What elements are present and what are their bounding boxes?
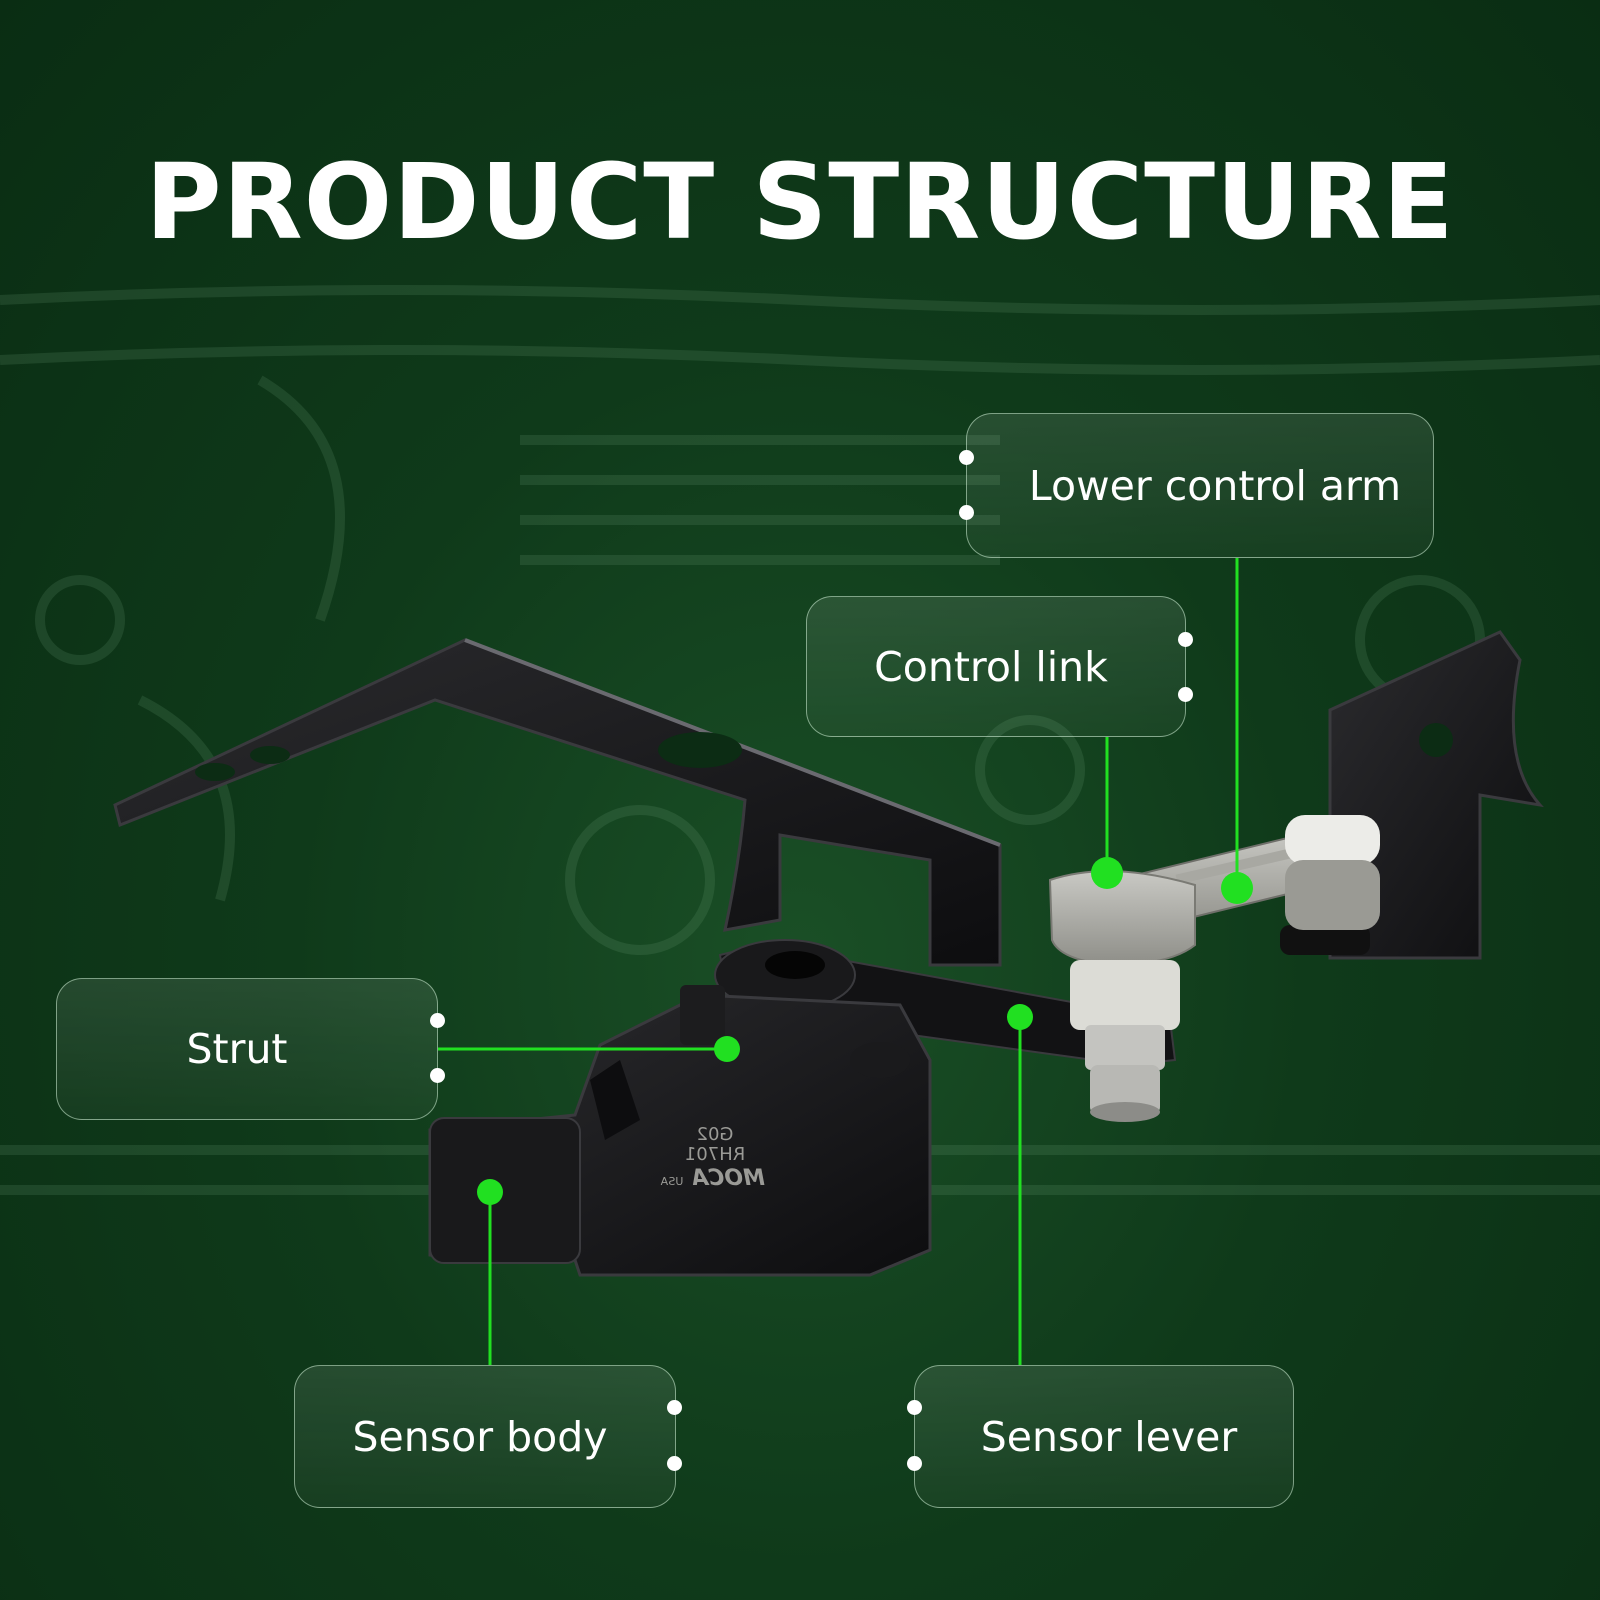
callout-sensor-lever-dot-bottom — [907, 1456, 922, 1471]
marking-code: G02 — [697, 1124, 734, 1145]
marking-part-number: RH701 — [685, 1144, 745, 1165]
callout-lower-control-arm-dot-bottom — [959, 505, 974, 520]
main-bracket — [113, 638, 1002, 967]
page-title: PRODUCT STRUCTURE — [145, 141, 1455, 263]
sensor-marking: G02 RH701 MOCA USA — [660, 1124, 765, 1191]
callout-lower-control-arm-dot-top — [959, 450, 974, 465]
sensor-lever-shape — [714, 939, 1177, 1067]
sensor-body-shape — [428, 985, 932, 1277]
callout-strut-dot-bottom — [430, 1068, 445, 1083]
ball-joint — [1048, 870, 1196, 1122]
callout-sensor-lever-dot-top — [907, 1400, 922, 1415]
callout-strut-dot-top — [430, 1013, 445, 1028]
callout-control-link-dot-top — [1178, 632, 1193, 647]
callout-strut-label: Strut — [186, 1025, 288, 1073]
callout-sensor-body: Sensor body — [294, 1365, 676, 1508]
callout-sensor-lever-label: Sensor lever — [980, 1412, 1238, 1461]
callout-sensor-body-label: Sensor body — [352, 1412, 608, 1461]
callout-sensor-body-dot-bottom — [667, 1456, 682, 1471]
callout-sensor-body-dot-top — [667, 1400, 682, 1415]
callout-sensor-lever: Sensor lever — [914, 1365, 1294, 1508]
callout-control-link-label: Control link — [874, 642, 1108, 691]
marking-brand: MOCA — [691, 1166, 765, 1191]
marking-brand-suffix: USA — [660, 1175, 683, 1188]
callout-control-link-dot-bottom — [1178, 687, 1193, 702]
callout-lower-control-arm-label: Lower control arm — [1028, 461, 1402, 510]
callout-strut: Strut — [56, 978, 438, 1120]
right-bracket — [1280, 630, 1544, 960]
callout-control-link: Control link — [806, 596, 1186, 737]
callout-lower-control-arm: Lower control arm — [966, 413, 1434, 558]
